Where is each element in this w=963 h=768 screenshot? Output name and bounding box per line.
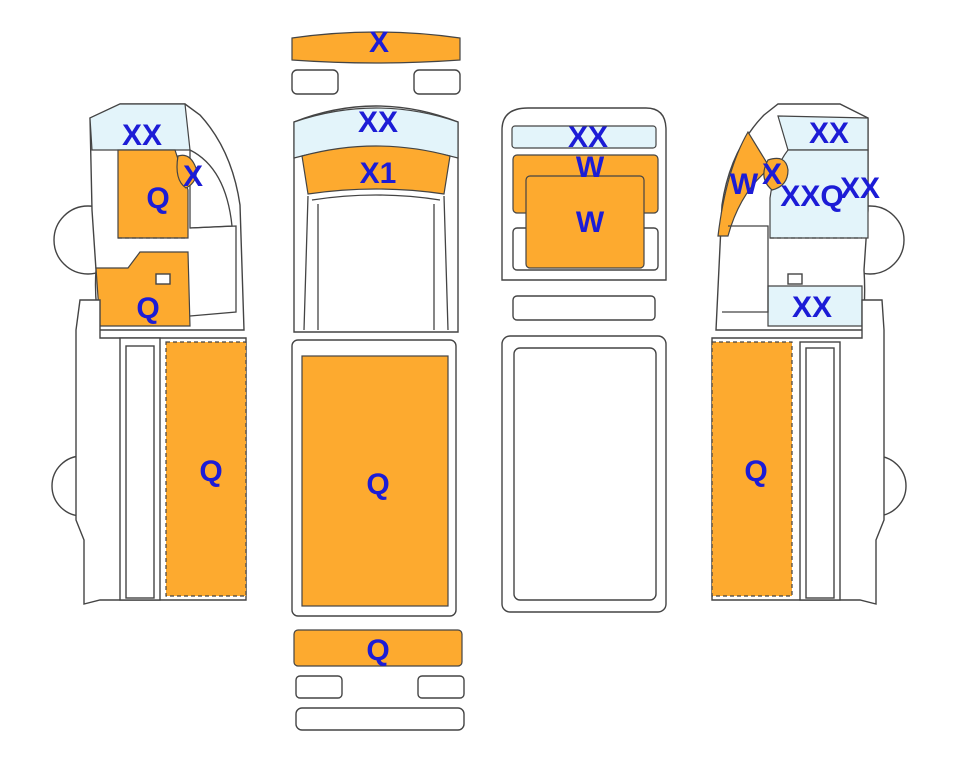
left-door-zone[interactable]	[117, 149, 189, 239]
right-pillar-zone[interactable]	[717, 130, 771, 237]
right-mirror-label: X	[762, 158, 782, 191]
left-door-label: Q	[146, 182, 169, 215]
rear-box-top-label: Q	[366, 468, 389, 501]
top-rear-glass-label: XX	[568, 121, 608, 154]
right-rail-inner	[805, 347, 835, 599]
left-lower-door-label: Q	[136, 292, 159, 325]
left-box-label: Q	[199, 455, 222, 488]
front-bumper-zone[interactable]	[291, 31, 461, 64]
left-mirror-zone[interactable]	[176, 154, 197, 189]
left-box-zone[interactable]	[165, 341, 247, 597]
front-headlight-right	[413, 69, 461, 95]
right-upper-glass-label: XX	[809, 117, 849, 150]
rear-box-top-zone[interactable]	[301, 355, 449, 607]
front-hood-label: X1	[360, 157, 397, 190]
front-bumper-label: X	[369, 26, 389, 59]
rear-light-left	[295, 675, 343, 699]
right-door-window	[722, 225, 769, 313]
left-side-view: XX X Q Q Q	[51, 103, 247, 605]
top-divider	[512, 295, 656, 321]
right-front-glass-label: XX	[840, 172, 880, 205]
right-side-view: XX W X XXQ XX XX Q	[711, 103, 907, 605]
rear-bumper-zone[interactable]	[293, 629, 463, 667]
top-roof-front-label: W	[576, 151, 605, 184]
rear-light-right	[417, 675, 465, 699]
left-rear-panel	[189, 225, 237, 317]
front-view: X XX X1 Q Q	[291, 26, 465, 731]
left-mirror-label: X	[183, 160, 203, 193]
top-roof-main-zone[interactable]	[525, 175, 645, 269]
top-roof-main-label: W	[576, 206, 605, 239]
right-pillar-label: W	[730, 168, 759, 201]
left-step	[155, 273, 171, 285]
right-mirror-zone[interactable]	[763, 157, 789, 191]
front-windshield-label: XX	[358, 106, 398, 139]
top-view: XX W W	[501, 107, 667, 613]
left-windshield-label: XX	[122, 119, 162, 152]
right-box-zone[interactable]	[711, 341, 793, 597]
top-box-inner	[513, 347, 657, 601]
rear-step	[295, 707, 465, 731]
top-rear-glass-zone[interactable]	[511, 125, 657, 149]
rear-bumper-label: Q	[366, 634, 389, 667]
left-rail-inner	[125, 345, 155, 599]
right-box-label: Q	[744, 455, 767, 488]
front-hood-zone[interactable]	[301, 145, 451, 195]
right-door-glass-label: XXQ	[780, 180, 843, 213]
front-headlight-left	[291, 69, 339, 95]
left-windshield-zone[interactable]	[89, 103, 191, 151]
right-lower-glass-label: XX	[792, 291, 832, 324]
right-step	[787, 273, 803, 285]
front-pillars	[303, 194, 449, 331]
